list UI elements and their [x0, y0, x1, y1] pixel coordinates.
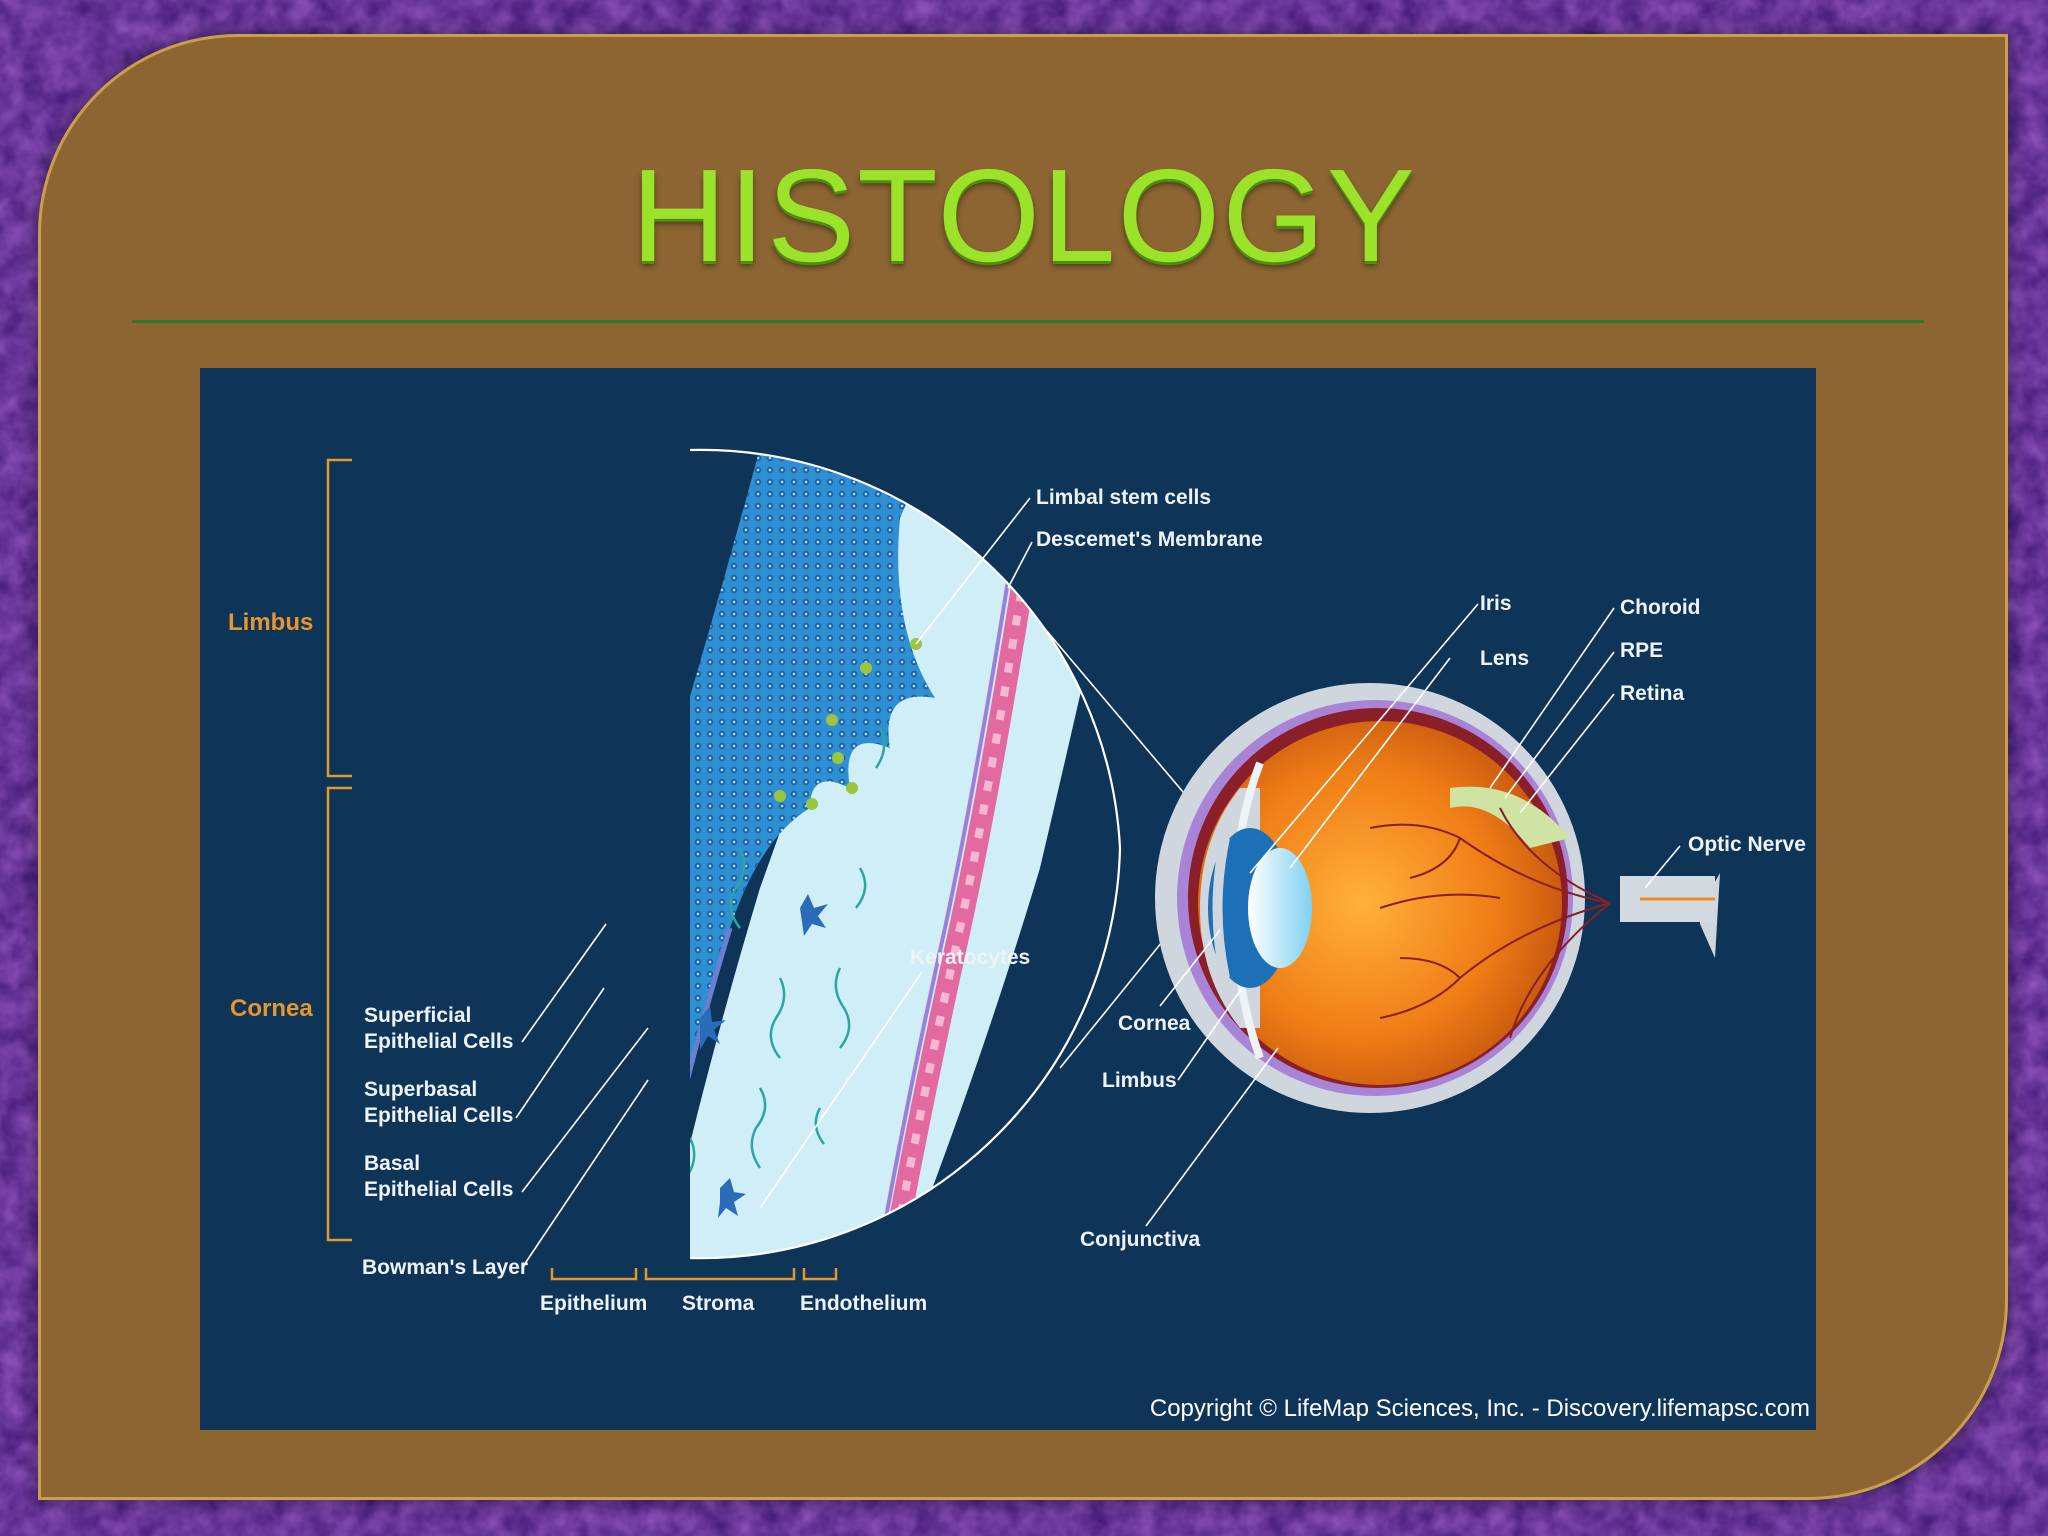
retinal-vessels: [1369, 807, 1611, 1039]
superbasal-label-line1: Superbasal: [364, 1078, 477, 1101]
limbus-bracket: [326, 458, 352, 778]
cornea-cross-section: [690, 449, 1120, 1259]
stroma-label: Stroma: [682, 1292, 755, 1315]
histology-figure: Limbus Cornea: [200, 368, 1816, 1430]
epithelium-layer: [690, 449, 960, 1259]
conjunctiva-label: Conjunctiva: [1080, 1228, 1200, 1251]
bowmans-layer-label: Bowman's Layer: [362, 1256, 528, 1279]
cornea-limbus-eye-diagram: Limbus Cornea: [228, 448, 1810, 1422]
eye-illustration: [1155, 683, 1720, 1113]
eye-limbus-label: Limbus: [1102, 1069, 1177, 1092]
limbal-stem-cells-label: Limbal stem cells: [1036, 486, 1211, 509]
superficial-label-line1: Superficial: [364, 1004, 471, 1027]
lens-label: Lens: [1480, 647, 1529, 670]
optic-nerve-label: Optic Nerve: [1688, 833, 1806, 856]
eye-cornea-label: Cornea: [1118, 1012, 1191, 1035]
superbasal-label-line2: Epithelial Cells: [364, 1104, 513, 1127]
basal-label-line1: Basal: [364, 1152, 420, 1175]
stroma-fibers: [690, 727, 886, 1179]
endothelium-label: Endothelium: [800, 1292, 927, 1315]
epithelium-bracket: [550, 1268, 638, 1281]
basal-label-line2: Epithelial Cells: [364, 1178, 513, 1201]
keratocytes-label: Keratocytes: [910, 946, 1030, 969]
copyright-notice: Copyright © LifeMap Sciences, Inc. - Dis…: [1150, 1395, 1810, 1422]
retina-label: Retina: [1620, 682, 1685, 705]
title-underline: [132, 320, 1924, 323]
choroid-label: Choroid: [1620, 596, 1700, 619]
superficial-label-line2: Epithelial Cells: [364, 1030, 513, 1053]
iris-label: Iris: [1480, 592, 1512, 615]
keratocytes: [700, 894, 828, 1218]
endothelium-bracket: [802, 1268, 838, 1281]
limbus-side-label: Limbus: [228, 609, 313, 636]
epithelium-label: Epithelium: [540, 1292, 647, 1315]
rpe-label: RPE: [1620, 639, 1663, 662]
stroma-bracket: [644, 1268, 796, 1281]
magnifier-outline: [689, 448, 1122, 1260]
cornea-bracket: [326, 786, 352, 1242]
slide-title: HISTOLOGY: [631, 142, 1417, 289]
descemets-membrane-label: Descemet's Membrane: [1036, 528, 1263, 551]
cornea-side-label: Cornea: [230, 995, 313, 1022]
